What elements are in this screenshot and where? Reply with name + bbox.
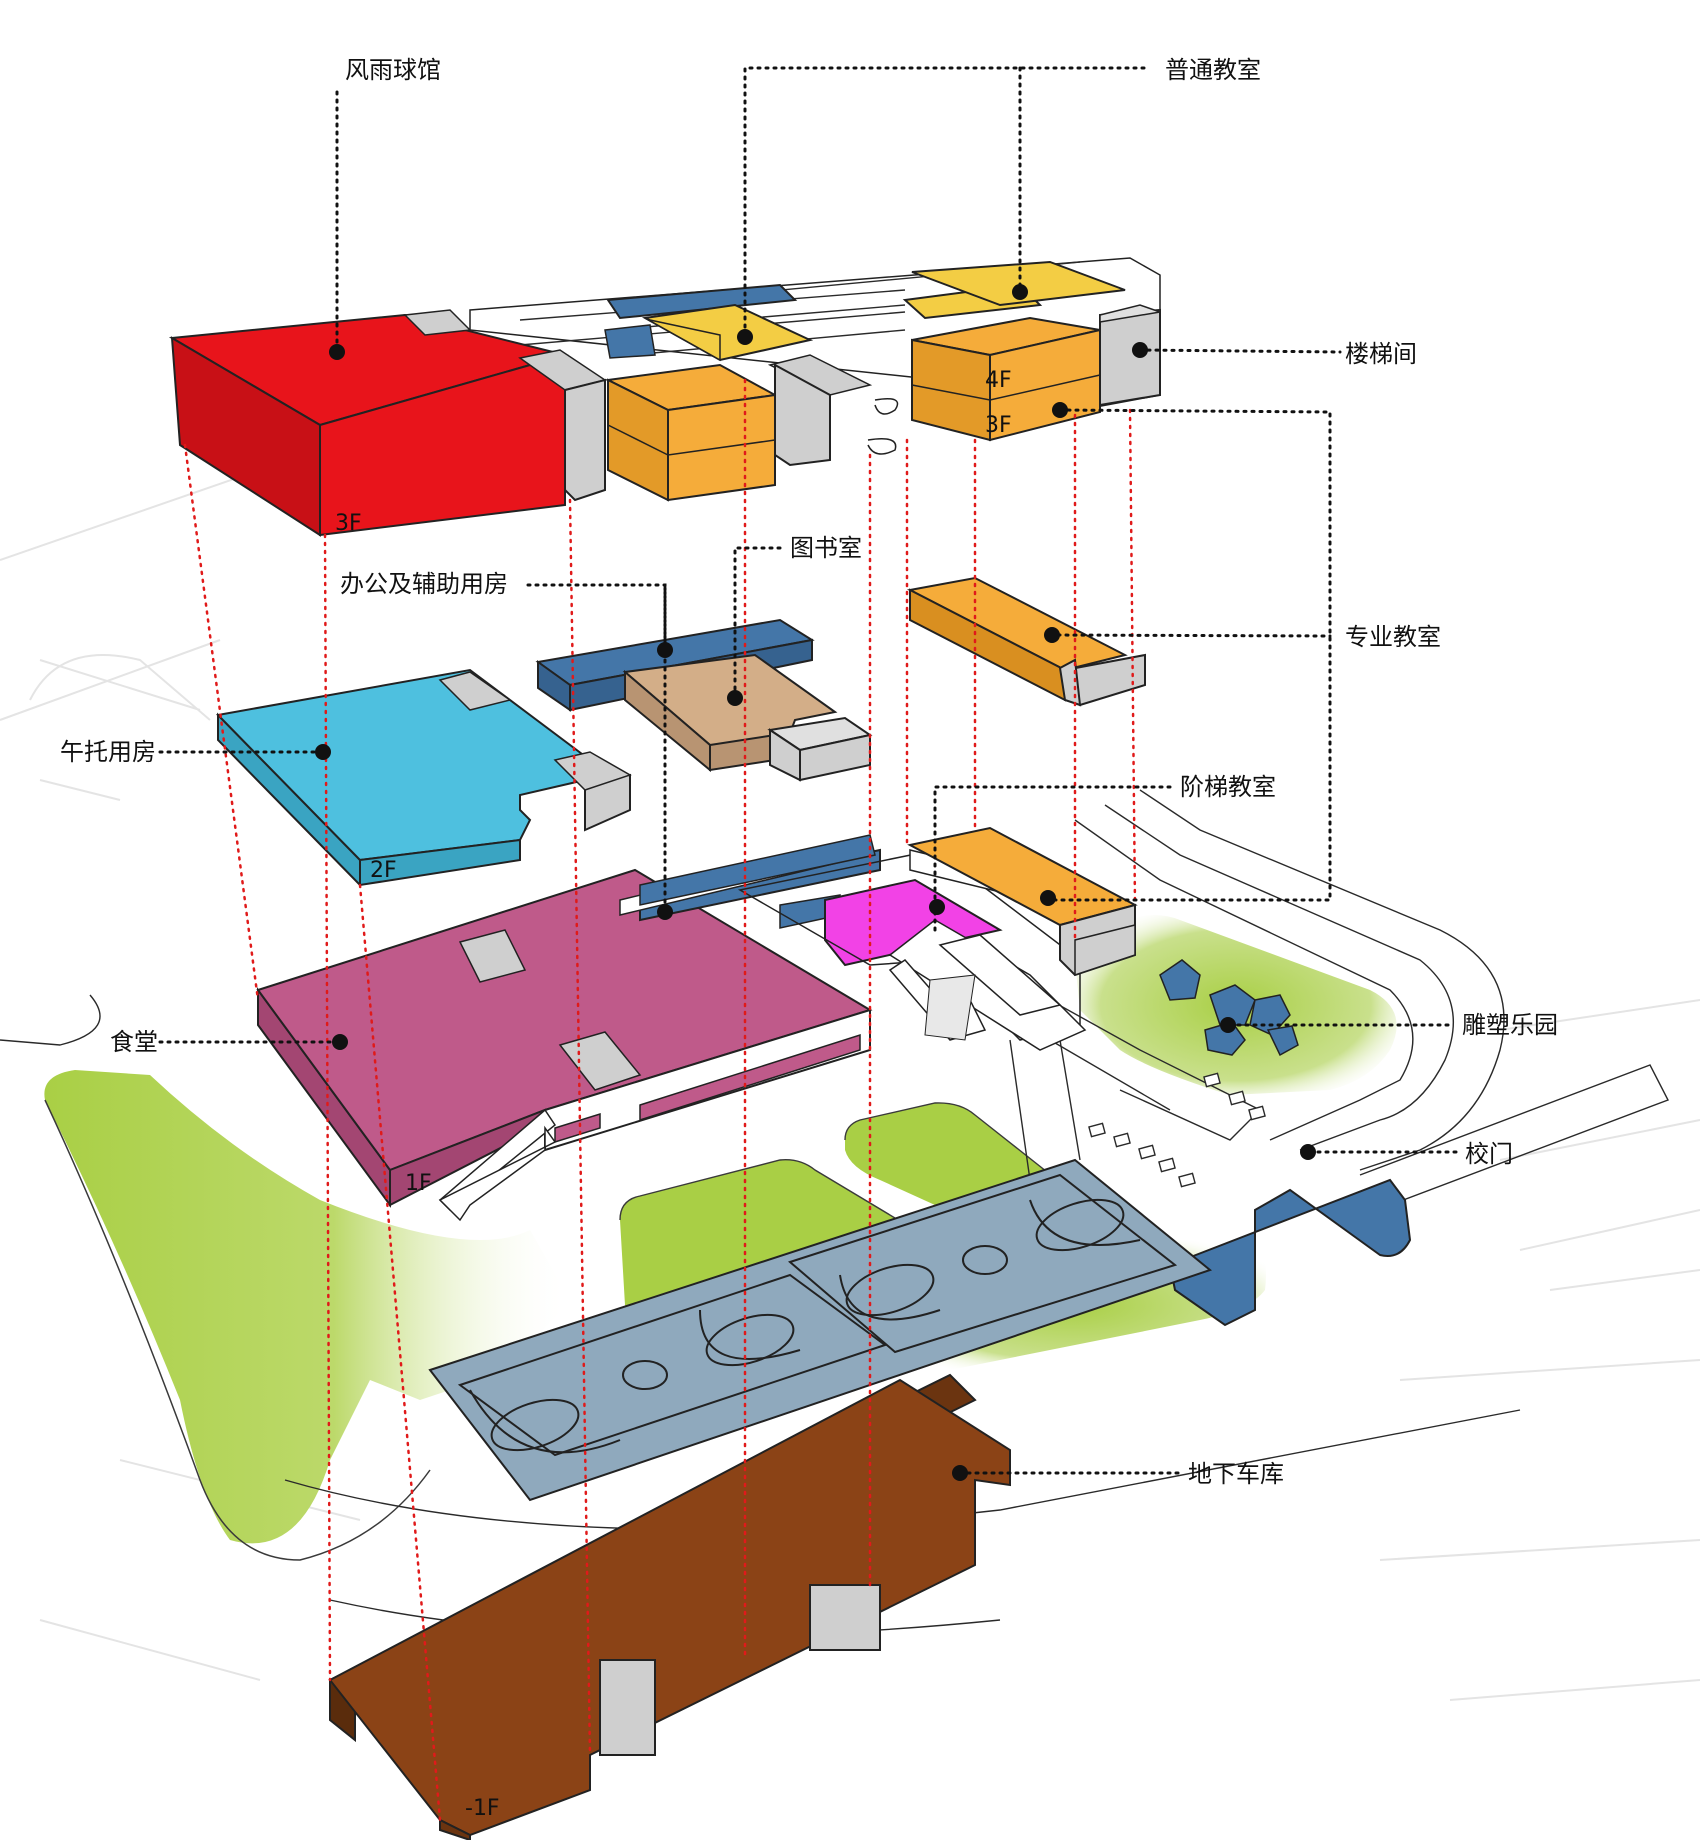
dot-classroom-b bbox=[1012, 284, 1028, 300]
nursery-top bbox=[215, 668, 592, 862]
plaza-steps bbox=[1088, 1072, 1266, 1188]
garage-block: -1F bbox=[328, 1373, 1011, 1842]
nursery-block: 2F bbox=[215, 668, 632, 888]
label-sports-hall: 风雨球馆 bbox=[345, 56, 441, 84]
site-plan bbox=[0, 789, 1669, 1637]
dot-classroom-a bbox=[737, 329, 753, 345]
dot-special-classroom-1f bbox=[1040, 890, 1056, 906]
office-library-block bbox=[535, 618, 873, 782]
dot-nursery bbox=[315, 744, 331, 760]
leader-lines bbox=[158, 66, 1462, 1475]
special-classroom-block bbox=[906, 576, 1146, 707]
court-surface bbox=[428, 1158, 1213, 1502]
label-school-gate: 校门 bbox=[1465, 1140, 1513, 1168]
dot-special-classroom-top bbox=[1052, 402, 1068, 418]
label-office: 办公及辅助用房 bbox=[340, 570, 508, 598]
label-sculpture-park: 雕塑乐园 bbox=[1462, 1011, 1558, 1039]
label-special-classroom: 专业教室 bbox=[1345, 623, 1441, 651]
dot-canteen bbox=[332, 1034, 348, 1050]
dot-lecture-hall bbox=[929, 899, 945, 915]
top-floor-block: 3F 4F 3F bbox=[168, 257, 1161, 537]
label-garage: 地下车库 bbox=[1188, 1460, 1284, 1488]
floor-label-classroom-upper: 4F bbox=[985, 368, 1012, 393]
garage-stair-1 bbox=[599, 1659, 656, 1756]
label-classroom: 普通教室 bbox=[1165, 56, 1261, 84]
dot-sculpture-park bbox=[1220, 1017, 1236, 1033]
label-canteen: 食堂 bbox=[110, 1028, 158, 1056]
basketball-courts bbox=[428, 1158, 1213, 1502]
dot-stairwell bbox=[1132, 342, 1148, 358]
green-area-left bbox=[44, 1070, 570, 1544]
dot-library bbox=[727, 690, 743, 706]
floor-label-nursery: 2F bbox=[370, 858, 397, 883]
label-nursery: 午托用房 bbox=[60, 738, 156, 766]
labels: 风雨球馆 普通教室 楼梯间 图书室 办公及辅助用房 专业教室 午托用房 阶梯教室… bbox=[60, 56, 1558, 1488]
site-background bbox=[0, 469, 1700, 1701]
projection-lines bbox=[183, 378, 1137, 1822]
green-area-middle bbox=[620, 1159, 919, 1321]
garage-stair-2 bbox=[809, 1584, 881, 1651]
school-gate-shape bbox=[1168, 1178, 1412, 1327]
dot-sports-hall bbox=[329, 344, 345, 360]
dot-special-classroom bbox=[1044, 627, 1060, 643]
label-library: 图书室 bbox=[790, 534, 862, 562]
leader-dots bbox=[315, 284, 1316, 1481]
label-lecture-hall: 阶梯教室 bbox=[1180, 773, 1276, 801]
dot-school-gate bbox=[1300, 1144, 1316, 1160]
road-curve-left bbox=[0, 994, 101, 1046]
floor-label-sports-hall: 3F bbox=[335, 511, 362, 536]
dot-office-1f bbox=[657, 904, 673, 920]
sculpture-shapes bbox=[1159, 959, 1299, 1057]
floor-label-garage: -1F bbox=[465, 1796, 500, 1821]
canteen-block: 1F bbox=[256, 868, 873, 1222]
floor-label-canteen: 1F bbox=[405, 1171, 432, 1196]
dot-office bbox=[657, 642, 673, 658]
label-stairwell: 楼梯间 bbox=[1345, 340, 1417, 368]
dot-garage bbox=[952, 1465, 968, 1481]
floor-label-classroom-lower: 3F bbox=[985, 413, 1012, 438]
